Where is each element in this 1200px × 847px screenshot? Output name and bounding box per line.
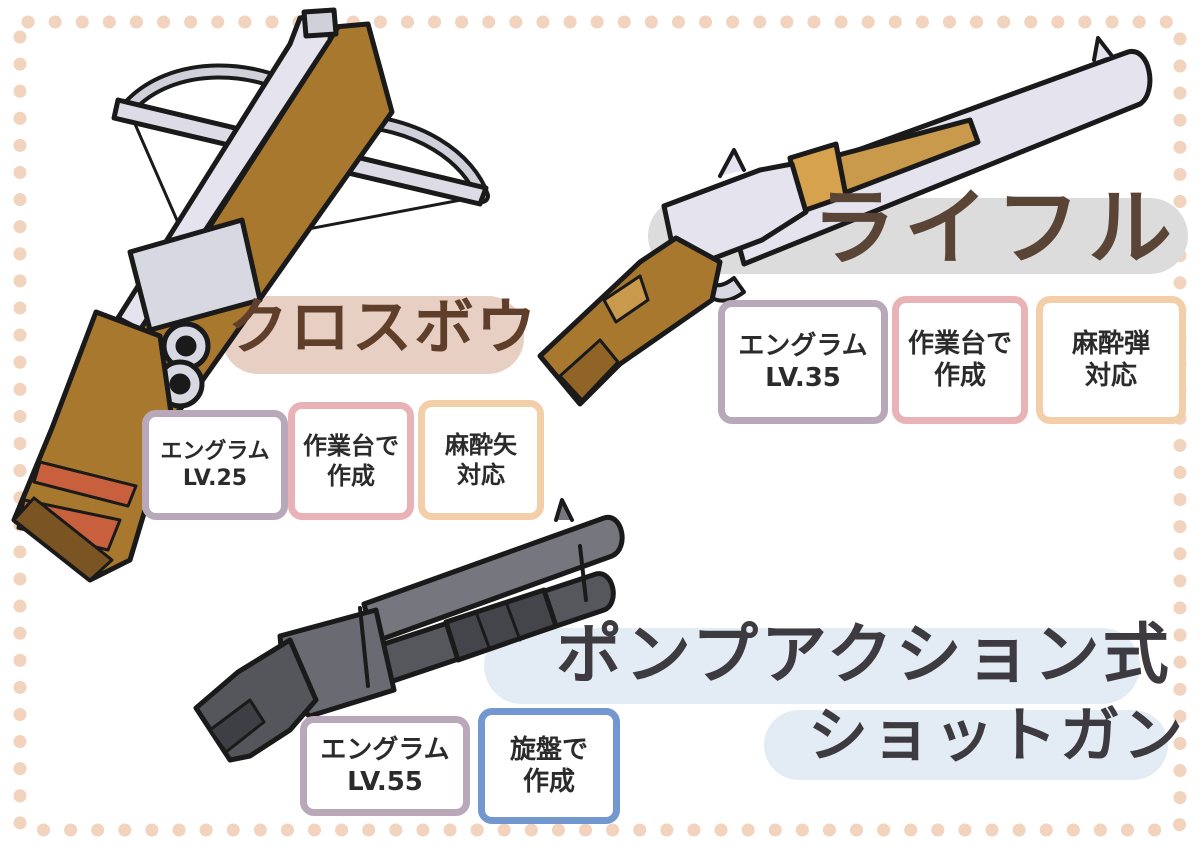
rifle-tranq-tag: 麻酔弾 対応: [1036, 296, 1186, 424]
rifle-tranq-line1: 麻酔弾: [1071, 328, 1150, 359]
crossbow-tranq-line2: 対応: [457, 461, 505, 489]
shotgun-illustration: [193, 498, 625, 763]
shotgun-craft-line2: 作成: [522, 767, 575, 797]
rifle-craft-line2: 作成: [933, 361, 986, 391]
rifle-craft-tag: 作業台で 作成: [892, 296, 1028, 424]
rifle-engram-label: エングラム: [738, 330, 868, 361]
crossbow-engram-label: エングラム: [160, 438, 270, 464]
dotted-border: [13, 15, 1187, 837]
rifle-craft-line1: 作業台で: [907, 328, 1012, 359]
crossbow-craft-line1: 作業台で: [303, 432, 399, 460]
crossbow-engram-level: LV.25: [182, 466, 248, 491]
crossbow-tranq-line1: 麻酔矢: [445, 431, 517, 459]
crossbow-craft-line2: 作成: [327, 462, 375, 490]
crossbow-illustration: [11, 7, 490, 583]
rifle-title: ライフル: [812, 179, 1181, 277]
rifle-tranq-line2: 対応: [1084, 361, 1137, 391]
shotgun-title-line2: ショットガン: [808, 701, 1186, 771]
shotgun-title-band-1: [484, 628, 1140, 704]
crossbow-tranq-tag: 麻酔矢 対応: [418, 400, 544, 520]
crossbow-engram-tag: エングラム LV.25: [142, 410, 288, 520]
rifle-engram-tag: エングラム LV.35: [718, 300, 888, 424]
crossbow-craft-tag: 作業台で 作成: [288, 402, 414, 520]
shotgun-engram-label: エングラム: [320, 734, 450, 765]
shotgun-engram-tag: エングラム LV.55: [300, 716, 470, 816]
shotgun-title-line1: ポンプアクション式: [556, 616, 1172, 693]
shotgun-engram-level: LV.55: [347, 767, 423, 797]
shotgun-craft-line1: 旋盤で: [509, 734, 588, 765]
rifle-illustration: [537, 36, 1153, 407]
rifle-engram-level: LV.35: [765, 363, 841, 393]
crossbow-title: クロスボウ: [228, 293, 538, 363]
crossbow-title-band: [222, 296, 524, 374]
shotgun-craft-tag: 旋盤で 作成: [478, 708, 620, 824]
shotgun-title-band-2: [764, 710, 1168, 780]
